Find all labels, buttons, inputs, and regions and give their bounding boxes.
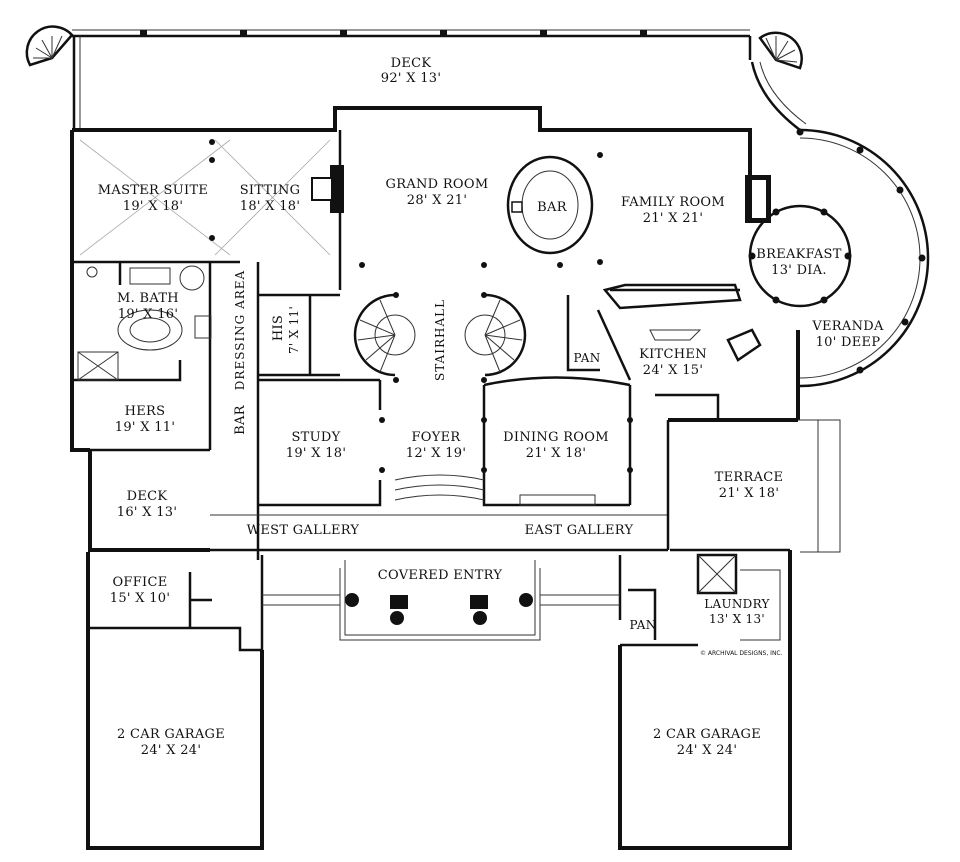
study-name: STUDY [291, 430, 340, 445]
master-suite-name: MASTER SUITE [98, 183, 208, 198]
veranda-dims: 10' DEEP [816, 335, 881, 350]
m-bath-dims: 19' X 16' [118, 307, 178, 322]
dining-room-dims: 21' X 18' [526, 446, 586, 461]
garage-right-name: 2 CAR GARAGE [653, 727, 761, 742]
kitchen-name: KITCHEN [639, 347, 707, 362]
family-room-dims: 21' X 21' [643, 211, 703, 226]
office-name: OFFICE [112, 575, 167, 590]
dining-room-name: DINING ROOM [503, 430, 609, 445]
stairhall-name: STAIRHALL [433, 299, 447, 381]
veranda-name: VERANDA [811, 319, 884, 334]
master-bath-fixtures [77, 265, 212, 381]
bar-grand-name: BAR [537, 200, 568, 215]
m-bath-name: M. BATH [117, 291, 179, 306]
spiral-stair-left [25, 25, 74, 67]
grand-room-name: GRAND ROOM [386, 177, 489, 192]
deck-left-dims: 16' X 13' [117, 505, 177, 520]
garage-right-dims: 24' X 24' [677, 743, 737, 758]
sitting-name: SITTING [240, 183, 301, 198]
kitchen-dims: 24' X 15' [643, 363, 703, 378]
interior-columns [209, 139, 633, 473]
bar-dressing-name: BAR [233, 404, 248, 435]
breakfast-name: BREAKFAST [756, 247, 842, 262]
hers-dims: 19' X 11' [115, 420, 175, 435]
foyer-name: FOYER [411, 430, 461, 445]
east-gallery-name: EAST GALLERY [525, 523, 634, 538]
copyright-notice: © ARCHIVAL DESIGNS, INC. [700, 650, 783, 657]
pan-kitchen-name: PAN [573, 351, 600, 365]
master-suite-dims: 19' X 18' [123, 199, 183, 214]
deck-top-name: DECK [391, 56, 432, 71]
room-labels: DECK 92' X 13' MASTER SUITE 19' X 18' SI… [98, 56, 884, 758]
terrace-dims: 21' X 18' [719, 486, 779, 501]
grand-room-fixtures [311, 155, 594, 255]
dressing-area-name: DRESSING AREA [233, 270, 247, 390]
family-room-name: FAMILY ROOM [621, 195, 725, 210]
laundry-dims: 13' X 13' [709, 612, 765, 626]
his-dims: 7' X 11' [287, 306, 301, 354]
deck-left-name: DECK [127, 489, 168, 504]
hers-name: HERS [125, 404, 166, 419]
deck-top-outline [72, 29, 807, 131]
west-gallery-name: WEST GALLERY [247, 523, 360, 538]
spiral-stair-right [758, 31, 803, 70]
interior-walls [72, 130, 841, 560]
family-room-fixtures [745, 175, 771, 223]
office-dims: 15' X 10' [110, 591, 170, 606]
stairhall-stairs [353, 293, 527, 377]
covered-entry-porch [260, 555, 622, 670]
breakfast-dims: 13' DIA. [771, 263, 827, 278]
garage-walls [86, 548, 792, 850]
his-name: HIS [271, 315, 286, 341]
house-exterior-walls [70, 106, 800, 552]
terrace-name: TERRACE [715, 470, 784, 485]
foyer-steps [394, 474, 596, 506]
covered-entry-name: COVERED ENTRY [378, 568, 503, 583]
deck-top-dims: 92' X 13' [381, 71, 441, 86]
laundry-name: LAUNDRY [704, 597, 770, 611]
foyer-dims: 12' X 19' [406, 446, 466, 461]
sitting-dims: 18' X 18' [240, 199, 300, 214]
kitchen-island [602, 283, 762, 362]
veranda-outline [796, 128, 930, 388]
pan-laundry-name: PAN [629, 618, 656, 632]
grand-room-dims: 28' X 21' [407, 193, 467, 208]
breakfast-room-shape [748, 204, 852, 308]
study-dims: 19' X 18' [286, 446, 346, 461]
garage-left-name: 2 CAR GARAGE [117, 727, 225, 742]
garage-left-dims: 24' X 24' [141, 743, 201, 758]
